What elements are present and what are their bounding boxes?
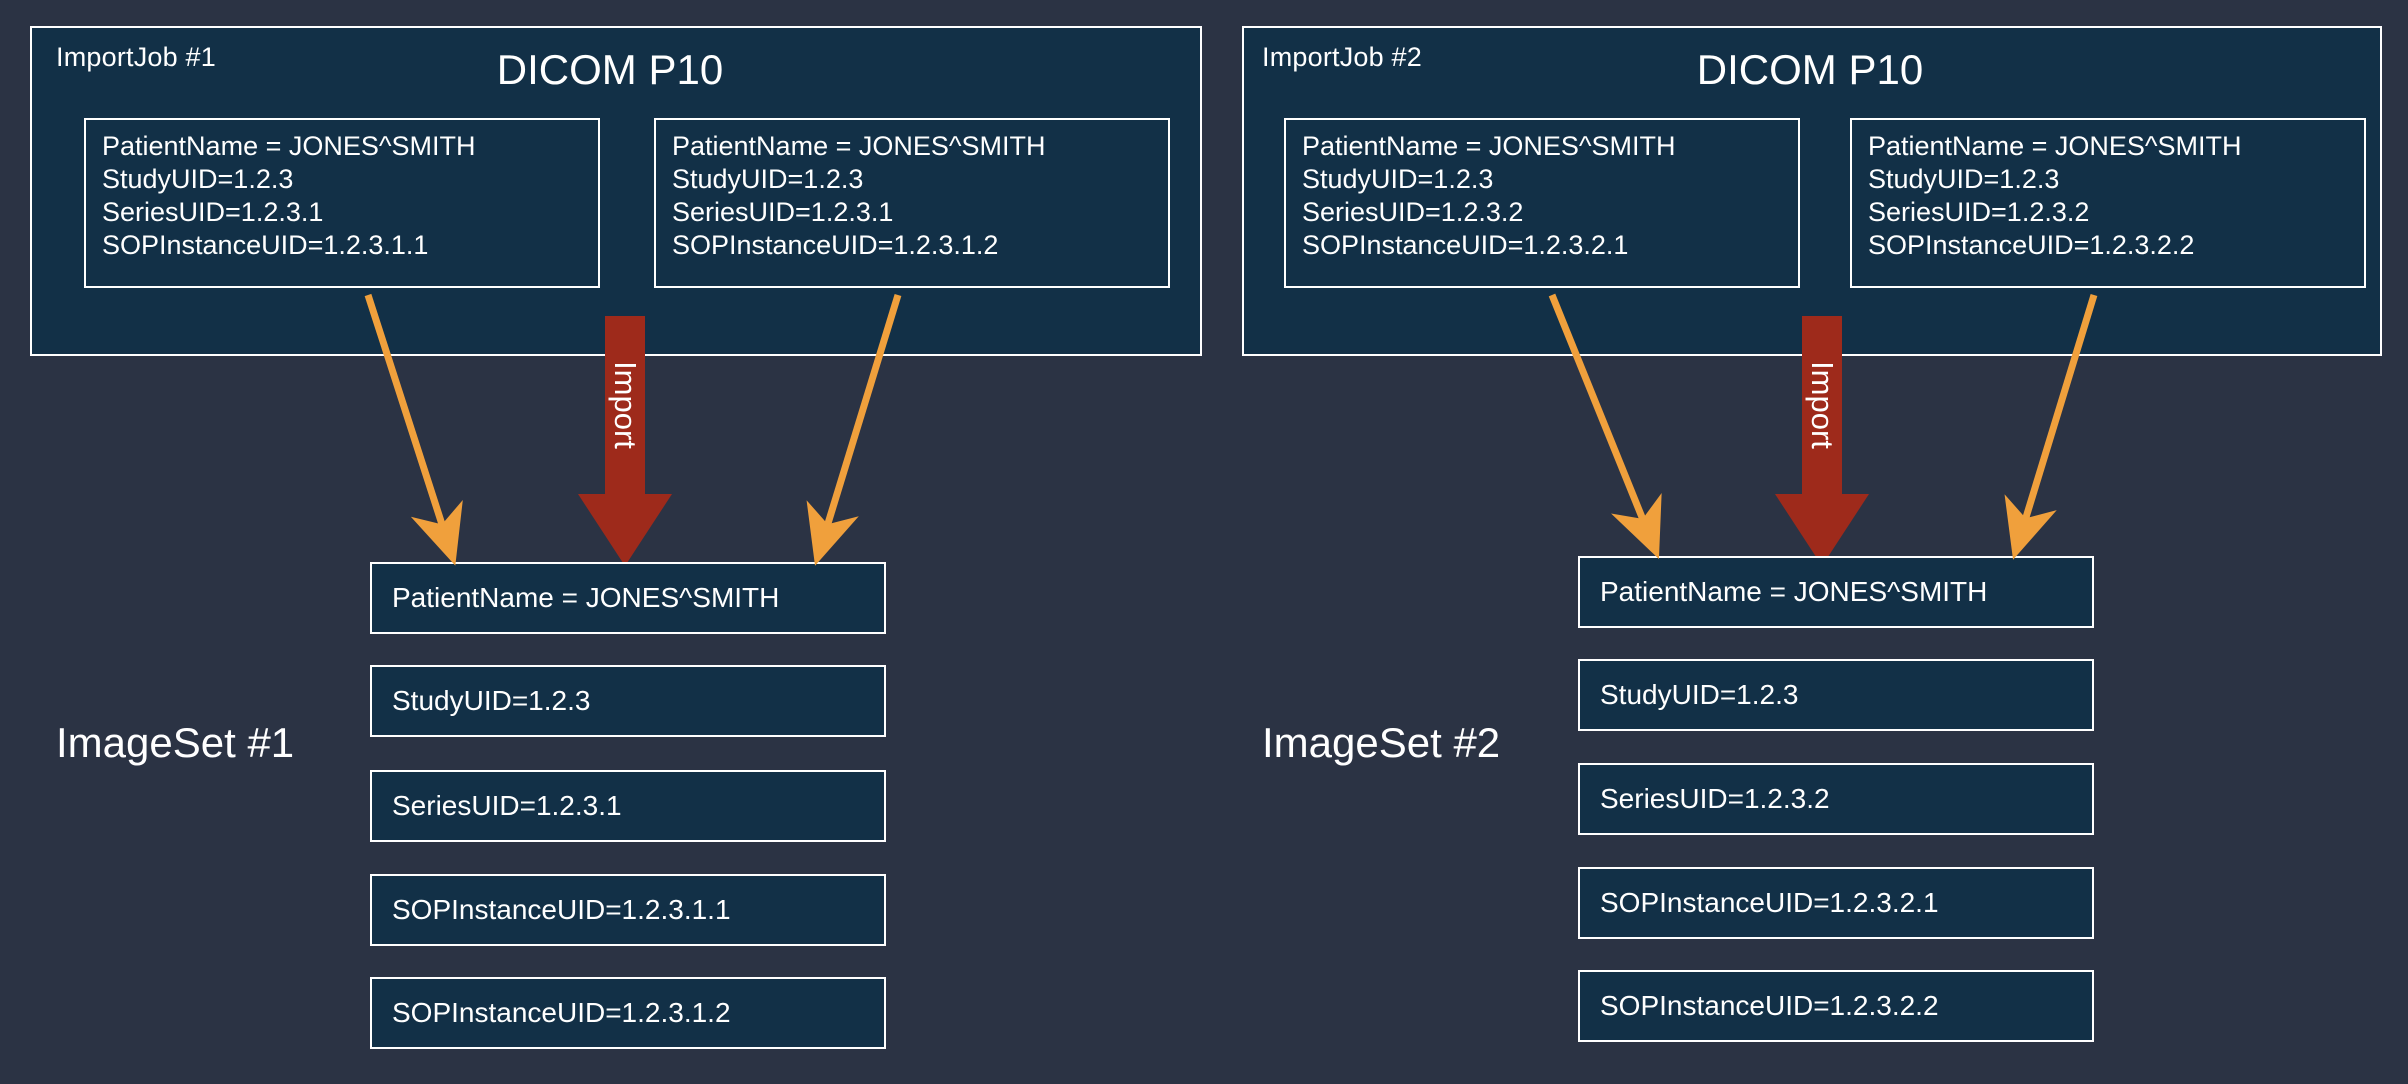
image-set-attr-box-2-4: SOPInstanceUID=1.2.3.2.2 <box>1578 970 2094 1042</box>
dicom-p10-title-2: DICOM P10 <box>1696 46 1924 93</box>
attr-text: SOPInstanceUID=1.2.3.2.2 <box>1600 990 1939 1021</box>
import-arrow-shape-1 <box>578 316 672 566</box>
instance-line: PatientName = JONES^SMITH <box>1302 131 1676 161</box>
attr-text: SOPInstanceUID=1.2.3.1.2 <box>392 997 731 1028</box>
import-arrow-2: Import <box>1775 316 1869 566</box>
image-set-attr-box-1-4: SOPInstanceUID=1.2.3.1.2 <box>370 977 886 1049</box>
image-set-attr-box-2-0: PatientName = JONES^SMITH <box>1578 556 2094 628</box>
attr-text: SeriesUID=1.2.3.2 <box>1600 783 1830 814</box>
attr-text: SOPInstanceUID=1.2.3.1.1 <box>392 894 731 925</box>
instance-line: StudyUID=1.2.3 <box>102 164 294 194</box>
import-job-label-1: ImportJob #1 <box>56 42 216 72</box>
image-set-attr-box-1-0: PatientName = JONES^SMITH <box>370 562 886 634</box>
instance-line: StudyUID=1.2.3 <box>1302 164 1494 194</box>
instance-line: SeriesUID=1.2.3.2 <box>1302 197 1524 227</box>
attr-text: StudyUID=1.2.3 <box>1600 679 1799 710</box>
instance-line: SeriesUID=1.2.3.1 <box>102 197 324 227</box>
attr-text: PatientName = JONES^SMITH <box>392 582 780 613</box>
image-set-attr-box-1-2: SeriesUID=1.2.3.1 <box>370 770 886 842</box>
import-job-label-2: ImportJob #2 <box>1262 42 1422 72</box>
image-set-attr-box-1-1: StudyUID=1.2.3 <box>370 665 886 737</box>
image-set-label-1: ImageSet #1 <box>56 719 295 766</box>
instance-line: SeriesUID=1.2.3.2 <box>1868 197 2090 227</box>
instance-line: PatientName = JONES^SMITH <box>672 131 1046 161</box>
image-set-attr-box-2-1: StudyUID=1.2.3 <box>1578 659 2094 731</box>
image-set-attr-box-1-3: SOPInstanceUID=1.2.3.1.1 <box>370 874 886 946</box>
instance-line: SOPInstanceUID=1.2.3.2.2 <box>1868 230 2195 260</box>
import-arrow-1: Import <box>578 316 672 566</box>
instance-line: PatientName = JONES^SMITH <box>102 131 476 161</box>
instance-line: SOPInstanceUID=1.2.3.1.2 <box>672 230 999 260</box>
instance-line: SeriesUID=1.2.3.1 <box>672 197 894 227</box>
dicom-p10-title-1: DICOM P10 <box>496 46 724 93</box>
import-arrow-shape-2 <box>1775 316 1869 566</box>
instance-line: PatientName = JONES^SMITH <box>1868 131 2242 161</box>
image-set-attr-box-2-3: SOPInstanceUID=1.2.3.2.1 <box>1578 867 2094 939</box>
attr-text: SeriesUID=1.2.3.1 <box>392 790 622 821</box>
dicom-instance-box-1-2: PatientName = JONES^SMITH StudyUID=1.2.3… <box>654 118 1170 288</box>
dicom-instance-box-2-1: PatientName = JONES^SMITH StudyUID=1.2.3… <box>1284 118 1800 288</box>
attr-text: SOPInstanceUID=1.2.3.2.1 <box>1600 887 1939 918</box>
instance-line: StudyUID=1.2.3 <box>1868 164 2060 194</box>
instance-line: StudyUID=1.2.3 <box>672 164 864 194</box>
dicom-instance-box-2-2: PatientName = JONES^SMITH StudyUID=1.2.3… <box>1850 118 2366 288</box>
attr-text: StudyUID=1.2.3 <box>392 685 591 716</box>
image-set-attr-box-2-2: SeriesUID=1.2.3.2 <box>1578 763 2094 835</box>
attr-text: PatientName = JONES^SMITH <box>1600 576 1988 607</box>
instance-line: SOPInstanceUID=1.2.3.1.1 <box>102 230 429 260</box>
dicom-instance-box-1-1: PatientName = JONES^SMITH StudyUID=1.2.3… <box>84 118 600 288</box>
image-set-label-2: ImageSet #2 <box>1262 719 1501 766</box>
instance-line: SOPInstanceUID=1.2.3.2.1 <box>1302 230 1629 260</box>
